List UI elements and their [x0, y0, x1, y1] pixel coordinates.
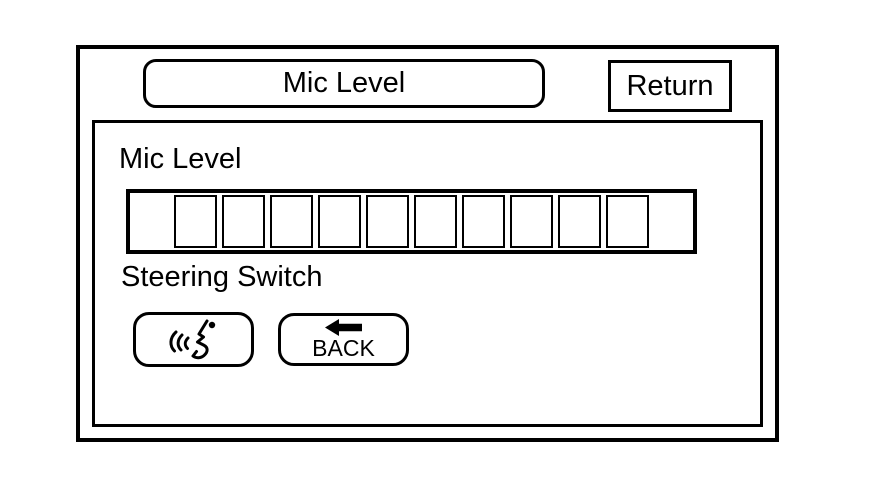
screen-title-label: Mic Level	[282, 67, 406, 99]
level-segment	[558, 195, 601, 248]
mic-level-meter	[126, 189, 697, 254]
level-segment	[510, 195, 553, 248]
voice-command-icon	[161, 317, 227, 363]
back-button-label: BACK	[312, 335, 375, 361]
back-button[interactable]: BACK	[278, 313, 409, 366]
voice-command-button[interactable]	[133, 312, 254, 367]
display-frame: Mic Level Return Mic Level Steering Swit…	[76, 45, 779, 442]
return-button-label: Return	[626, 69, 714, 102]
level-segment	[462, 195, 505, 248]
mic-level-label: Mic Level	[119, 143, 242, 175]
level-segment	[174, 195, 217, 248]
return-button[interactable]: Return	[608, 60, 732, 112]
level-segment	[222, 195, 265, 248]
screen-title: Mic Level	[143, 59, 545, 108]
level-segment	[318, 195, 361, 248]
settings-panel: Mic Level Steering Switch	[92, 120, 763, 427]
level-segment	[366, 195, 409, 248]
steering-switch-label: Steering Switch	[121, 261, 323, 293]
level-segment	[606, 195, 649, 248]
level-segment	[270, 195, 313, 248]
level-segment	[414, 195, 457, 248]
back-arrow-icon	[325, 319, 362, 336]
